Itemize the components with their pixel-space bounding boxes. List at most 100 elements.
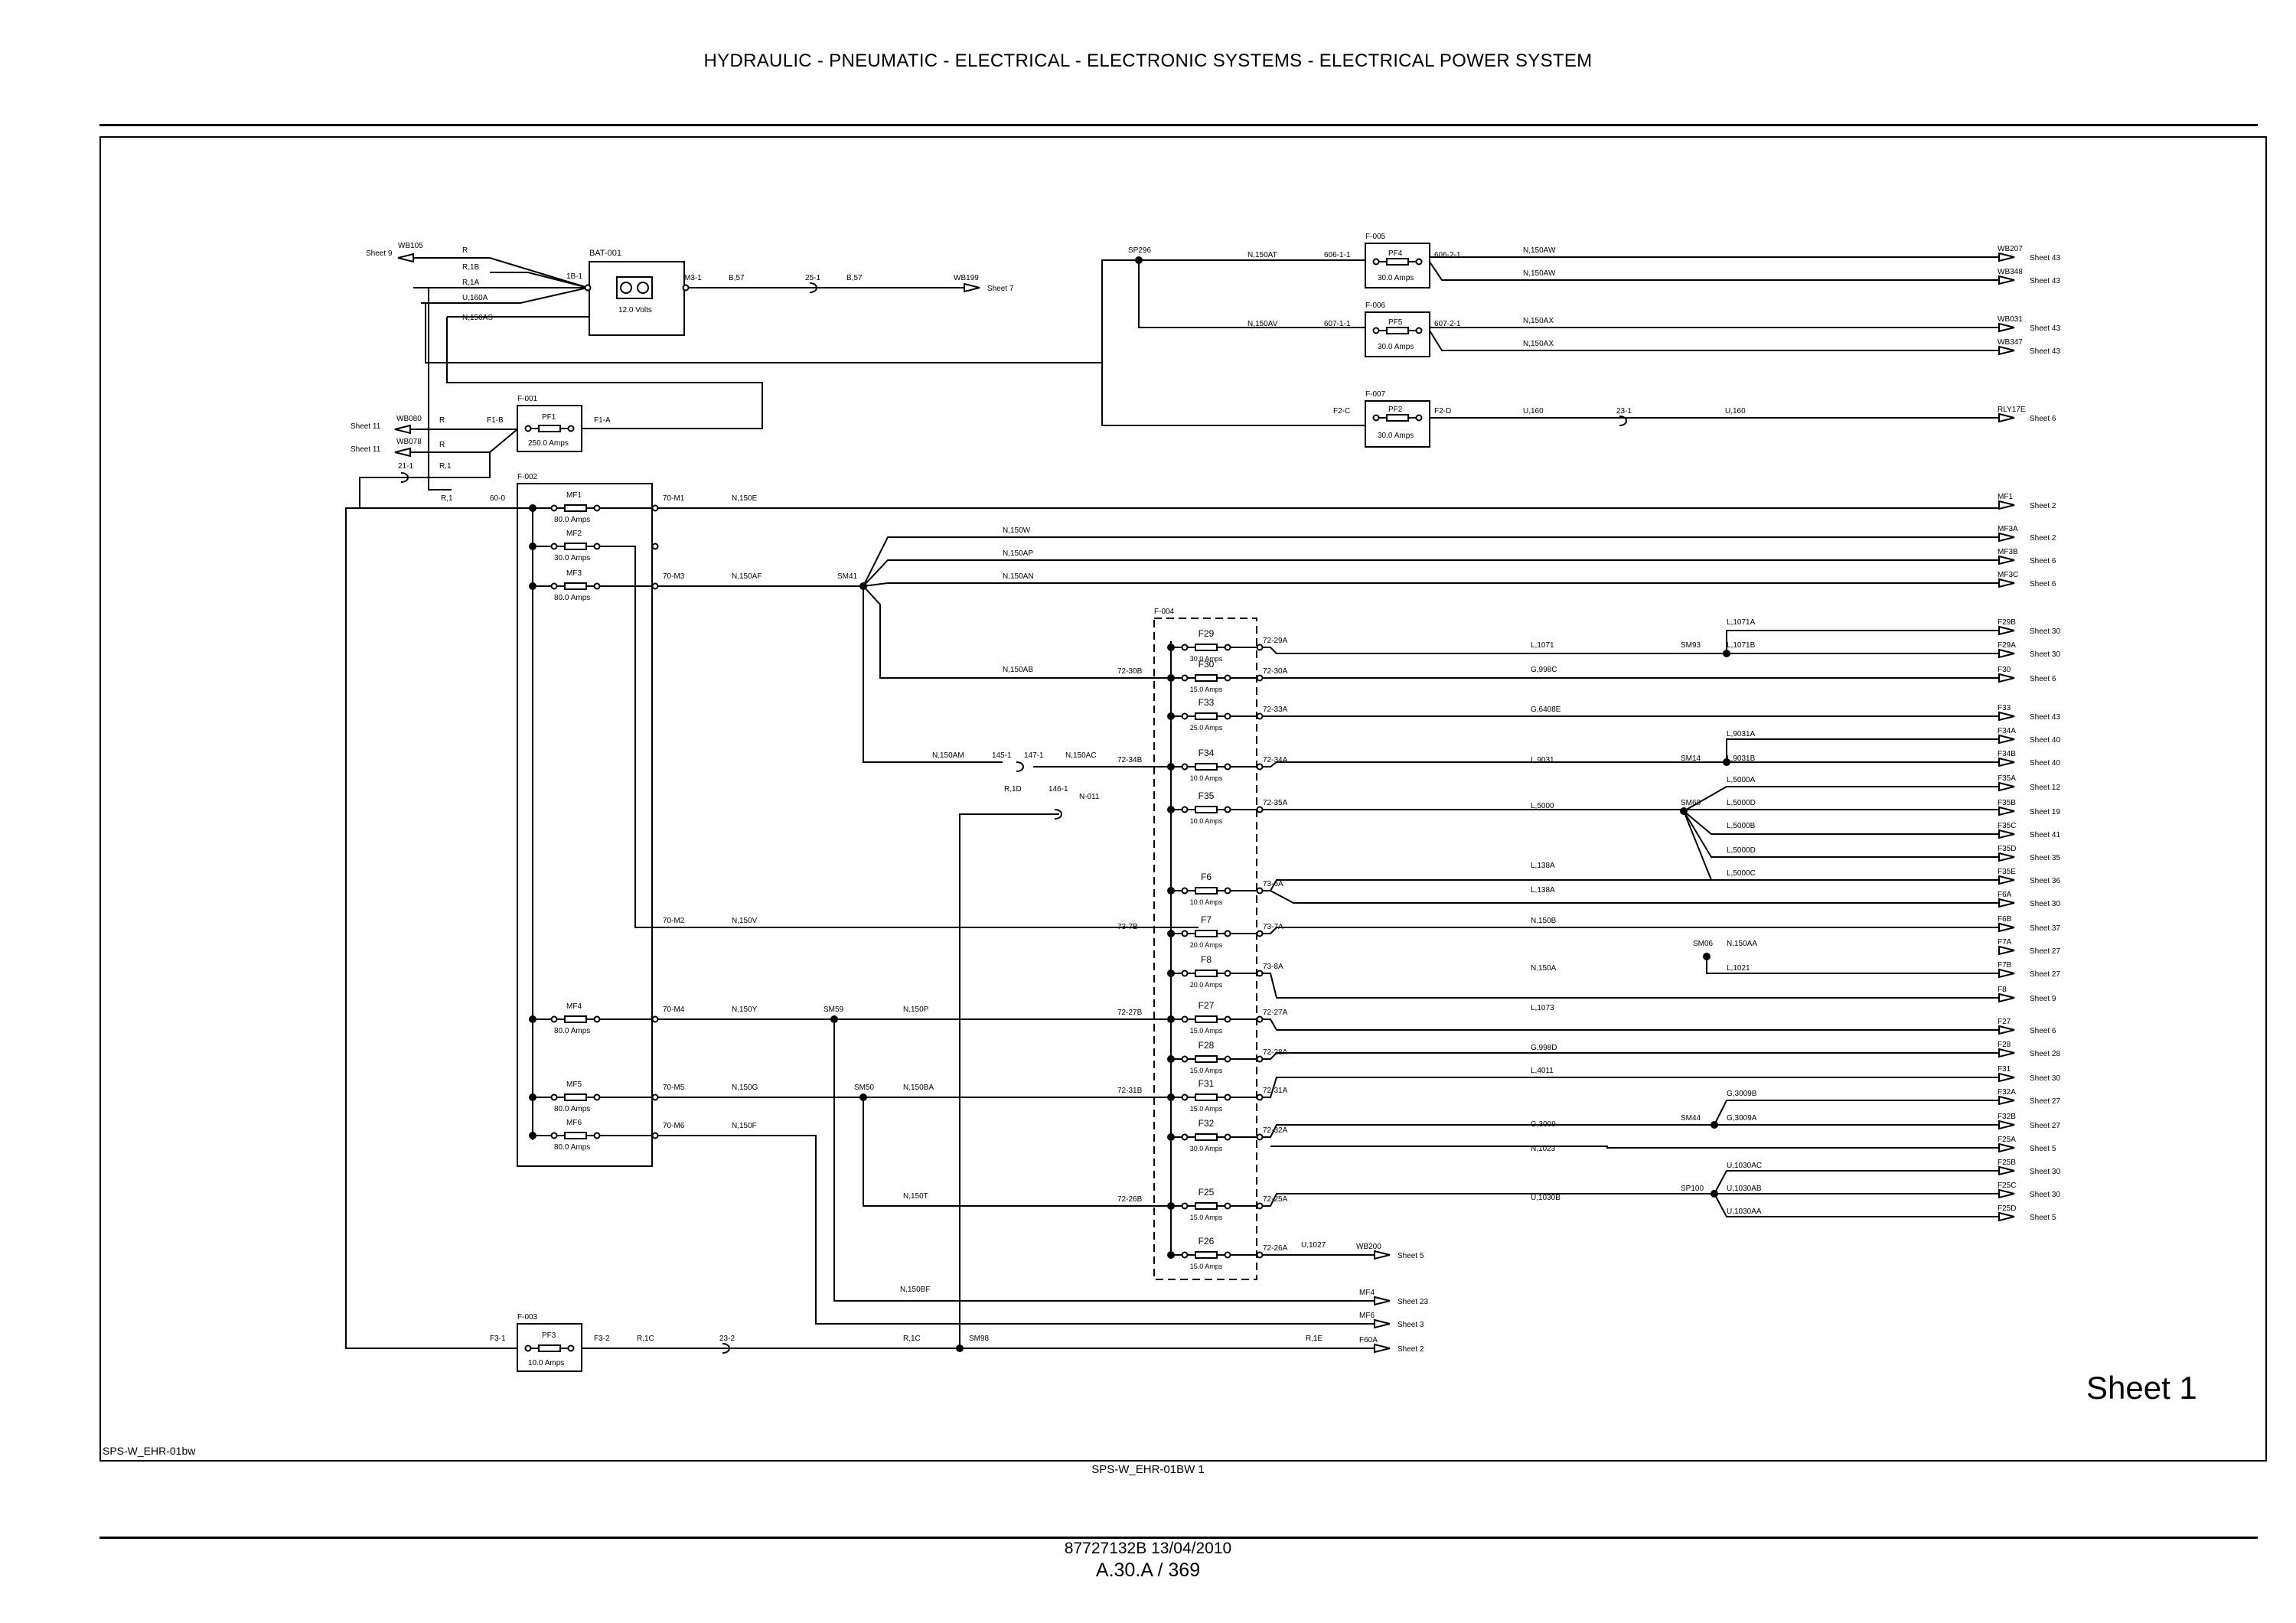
connector-arrow	[397, 253, 414, 263]
wire-label: 70-M1	[663, 494, 685, 503]
footer-page-number: A.30.A / 369	[1095, 1559, 1201, 1581]
connector-arrow	[394, 424, 411, 435]
fuse-name: F30	[1199, 659, 1215, 670]
connector-tag: WB348	[1998, 268, 2023, 276]
connector-arrow	[1998, 555, 2015, 565]
fuse-block	[517, 405, 582, 452]
wire-label: N,150BA	[903, 1084, 934, 1092]
wire-label: 72-27B	[1117, 1009, 1143, 1017]
wire	[1683, 810, 1999, 858]
terminal	[1224, 1251, 1231, 1259]
wire-label: 72-26B	[1117, 1195, 1143, 1204]
wire	[490, 272, 589, 288]
splice-dot	[1167, 763, 1175, 771]
connector-arrow	[1998, 412, 2015, 423]
wire-label: 72-28A	[1263, 1048, 1288, 1057]
fuse-element	[538, 425, 561, 432]
fuse-rating: 80.0 Amps	[554, 594, 590, 602]
wire-label: L,4011	[1531, 1067, 1554, 1075]
wire	[425, 259, 1139, 363]
terminal	[1181, 806, 1189, 813]
connector-tag: F35B	[1998, 799, 2016, 807]
fuse-name: MF1	[566, 491, 582, 500]
wire-label: SM14	[1681, 754, 1701, 763]
wire	[1683, 810, 1999, 881]
sheet-reference: Sheet 7	[987, 285, 1014, 293]
terminal	[1181, 1093, 1189, 1101]
terminal	[1181, 1015, 1189, 1023]
wire	[359, 452, 517, 509]
fuse-name: F6	[1201, 872, 1212, 882]
wire-label: 70-M6	[663, 1122, 685, 1130]
splice-dot	[1711, 1190, 1718, 1198]
terminal	[1224, 970, 1231, 977]
terminal	[1181, 887, 1189, 895]
terminal	[1372, 258, 1380, 266]
wire-label: L,1021	[1727, 964, 1750, 973]
terminal	[550, 1093, 558, 1101]
connector-arrow	[1998, 1211, 2015, 1222]
wire-label: U,1030AA	[1727, 1207, 1762, 1216]
connector-tag: F60A	[1359, 1336, 1378, 1344]
sheet-reference: Sheet 12	[2030, 784, 2060, 792]
connector-tag: WB080	[396, 415, 422, 423]
terminal	[1224, 806, 1231, 813]
fuse-block	[1365, 243, 1430, 288]
wire-label: 72-33A	[1263, 706, 1288, 714]
splice-dot	[1167, 887, 1175, 895]
terminal	[1256, 1133, 1264, 1141]
terminal	[1372, 414, 1380, 422]
battery-cell	[620, 282, 632, 294]
sheet-reference: Sheet 3	[1397, 1321, 1424, 1329]
wire-label: SP296	[1128, 246, 1151, 255]
fuse-rating: 30.0 Amps	[1378, 343, 1414, 351]
sheet-reference: Sheet 11	[351, 445, 381, 454]
wire-label: G,998C	[1531, 666, 1557, 674]
connector-tag: MF4	[1359, 1289, 1375, 1297]
wire	[863, 1097, 1199, 1207]
wire-label: L,5000A	[1727, 776, 1756, 784]
wire	[597, 1135, 1375, 1325]
wire	[1228, 927, 1999, 934]
sheet-reference: Sheet 27	[2030, 1122, 2060, 1130]
wire-label: L,1071B	[1727, 641, 1756, 650]
sheet-reference: Sheet 2	[1397, 1345, 1424, 1354]
terminal	[1224, 1202, 1231, 1210]
terminal	[593, 504, 601, 512]
connector-tag: WB199	[954, 274, 979, 282]
terminal	[1256, 1055, 1264, 1063]
fuse-element	[564, 504, 587, 512]
sheet-reference: Sheet 37	[2030, 924, 2060, 933]
splice-dot	[529, 504, 536, 512]
terminal	[1181, 930, 1189, 937]
connector-tag: WB078	[396, 438, 422, 446]
sheet-reference: Sheet 27	[2030, 947, 2060, 956]
terminal	[1224, 644, 1231, 651]
wire	[1706, 957, 1999, 974]
connector-arrow	[1998, 252, 2015, 262]
fuse-element	[1195, 1251, 1218, 1259]
connector-tag: F27	[1998, 1018, 2011, 1026]
terminal	[1415, 414, 1423, 422]
fuse-rating: 80.0 Amps	[554, 516, 590, 524]
connector-arrow	[1374, 1343, 1391, 1354]
sheet-reference: Sheet 6	[2030, 415, 2056, 423]
splice-dot	[1711, 1121, 1718, 1129]
fuse-name: PF2	[1388, 406, 1403, 414]
fuse-rating: 10.0 Amps	[1190, 898, 1223, 906]
terminal	[1415, 327, 1423, 334]
connector-arrow	[1998, 648, 2015, 659]
wire-label: 1B-1	[566, 272, 583, 281]
fuse-element	[564, 1132, 587, 1139]
inline-connector	[400, 472, 409, 483]
wire	[863, 559, 1999, 587]
fuse-element	[1386, 258, 1409, 266]
connector-tag: RLY17E	[1998, 406, 2026, 414]
wire	[1714, 1193, 1999, 1217]
wire	[1101, 260, 1365, 426]
wire-label: R,1	[441, 494, 453, 503]
wire-label: SM41	[837, 572, 858, 581]
battery-box	[589, 261, 685, 336]
connector-arrow	[1998, 945, 2015, 956]
wire-label: N,150G	[732, 1084, 758, 1092]
